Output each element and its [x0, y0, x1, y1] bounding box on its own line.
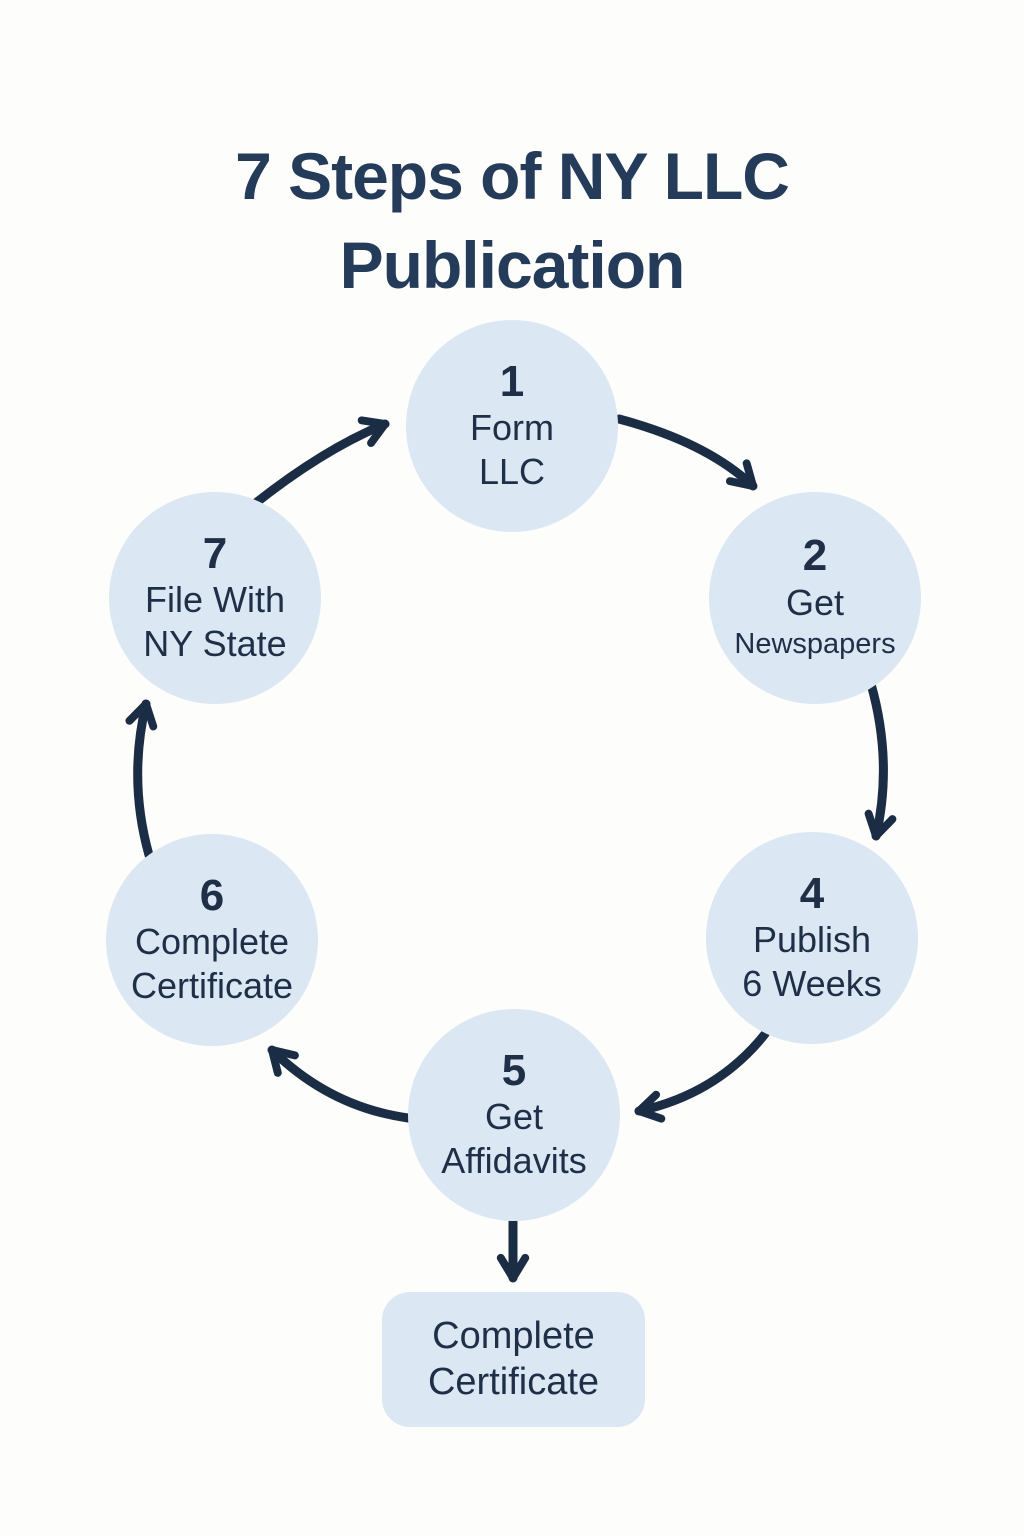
arrow-step7-to-step1	[247, 416, 390, 511]
step-node-5: 5 Get Affidavits	[408, 1009, 620, 1221]
page-title-line-1: 7 Steps of NY LLC	[235, 139, 790, 214]
step-5-label-line-1: Get	[484, 1096, 544, 1138]
step-node-1: 1 Form LLC	[406, 320, 618, 532]
step-6-number: 6	[199, 870, 225, 920]
step-2-label-line-1: Get	[785, 581, 845, 623]
step-4-label-line-2: 6 Weeks	[742, 963, 882, 1005]
arrow-step4-to-step5	[634, 1029, 770, 1123]
step-7-number: 7	[202, 528, 228, 578]
arrow-step6-to-step7	[125, 699, 158, 860]
arrow-step2-to-step4	[864, 679, 897, 841]
step-node-2: 2 Get Newspapers	[709, 492, 921, 704]
final-result-box: Complete Certificate	[382, 1292, 645, 1427]
step-7-label-line-1: File With	[144, 579, 285, 621]
step-node-4: 4 Publish 6 Weeks	[706, 832, 918, 1044]
step-1-label-line-2: LLC	[478, 451, 546, 493]
step-4-number: 4	[799, 868, 825, 918]
step-7-label-line-2: NY State	[143, 623, 287, 665]
page-title: 7 Steps of NY LLC Publication	[0, 132, 1024, 309]
step-1-label-line-1: Form	[470, 407, 554, 449]
step-6-label-line-1: Complete	[134, 921, 290, 963]
step-node-6: 6 Complete Certificate	[106, 834, 318, 1046]
step-1-number: 1	[499, 356, 525, 406]
step-2-label-line-2: Newspapers	[734, 627, 896, 660]
arrow-step5-to-step6	[267, 1045, 413, 1123]
page-title-line-2: Publication	[339, 227, 686, 302]
step-5-number: 5	[501, 1045, 527, 1095]
step-2-number: 2	[802, 531, 828, 581]
step-6-label-line-2: Certificate	[130, 965, 294, 1007]
step-node-7: 7 File With NY State	[109, 492, 321, 704]
step-4-label-line-1: Publish	[752, 919, 872, 961]
final-box-label-line-1: Complete	[432, 1314, 595, 1357]
final-box-label-line-2: Certificate	[427, 1360, 600, 1403]
step-5-label-line-2: Affidavits	[441, 1140, 587, 1182]
arrow-step1-to-step2	[614, 414, 758, 491]
